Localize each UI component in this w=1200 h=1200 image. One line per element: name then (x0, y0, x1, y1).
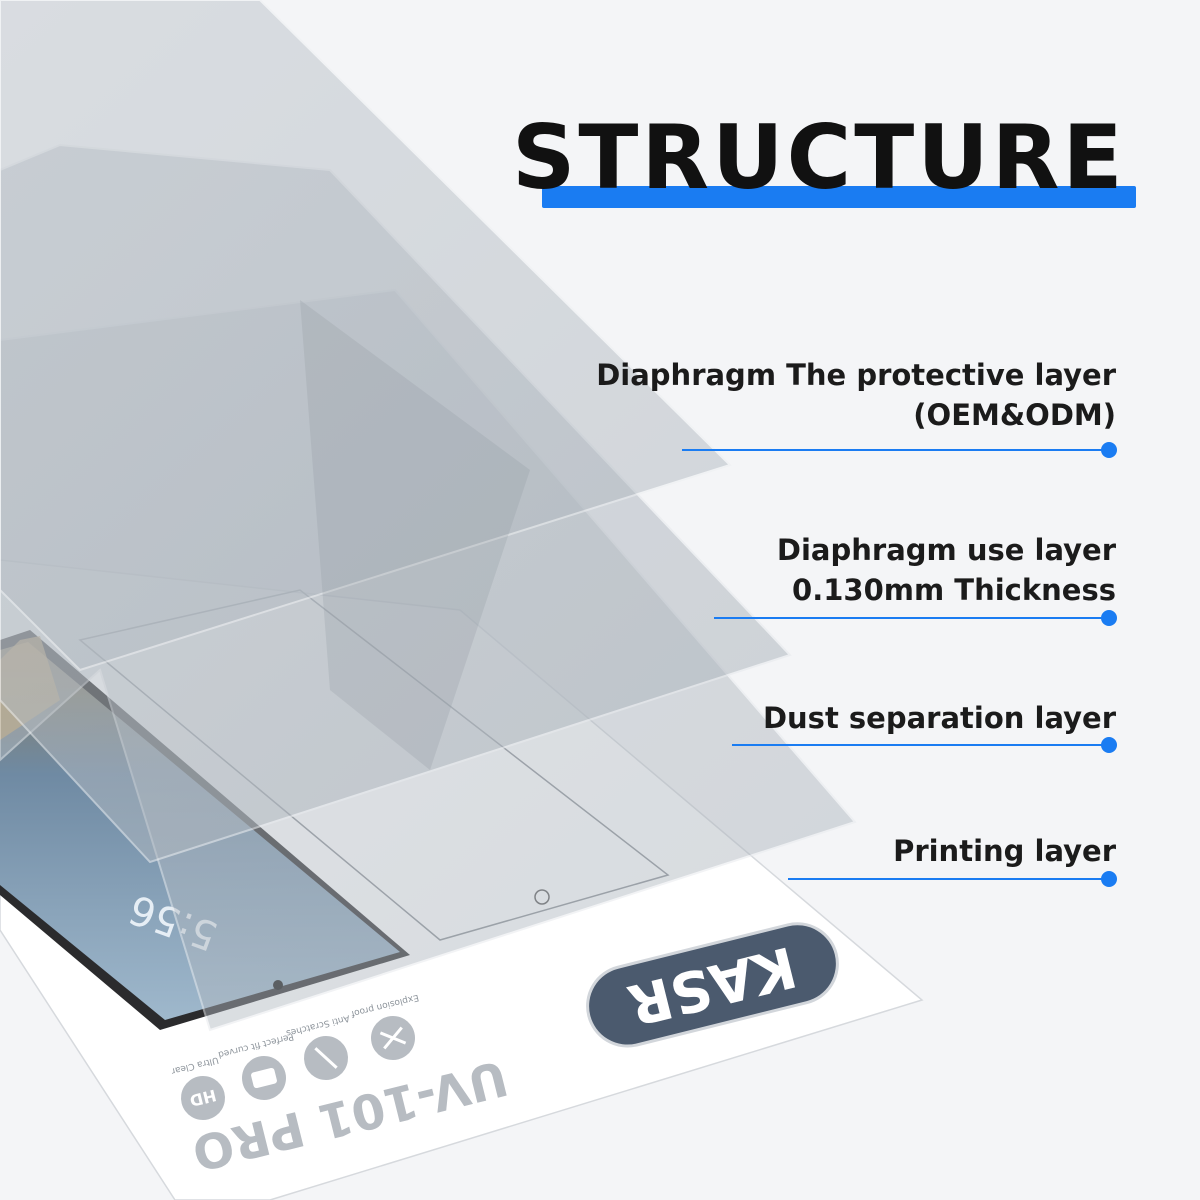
leader-dot-protective (1101, 442, 1117, 458)
title-block: STRUCTURE (512, 108, 1152, 218)
layer-label-protective: Diaphragm The protective layer (OEM&ODM) (596, 358, 1116, 432)
protective-layer-sheet (0, 0, 732, 672)
glare-streak (300, 300, 530, 770)
title-underline (542, 186, 1136, 208)
leader-line-protective (682, 449, 1108, 451)
feature-hd: HD Ultra Clear (170, 1054, 225, 1120)
layer-label-use: Diaphragm use layer 0.130mm Thickness (776, 533, 1116, 607)
leader-line-dust (732, 744, 1108, 746)
leader-dot-dust (1101, 737, 1117, 753)
layer-label-dust: Dust separation layer (762, 701, 1116, 735)
leader-dot-use (1101, 610, 1117, 626)
page-title: STRUCTURE (512, 106, 1126, 209)
leader-line-use (714, 617, 1108, 619)
layer-label-printing: Printing layer (893, 834, 1116, 868)
leader-line-printing (788, 878, 1108, 880)
leader-dot-printing (1101, 871, 1117, 887)
